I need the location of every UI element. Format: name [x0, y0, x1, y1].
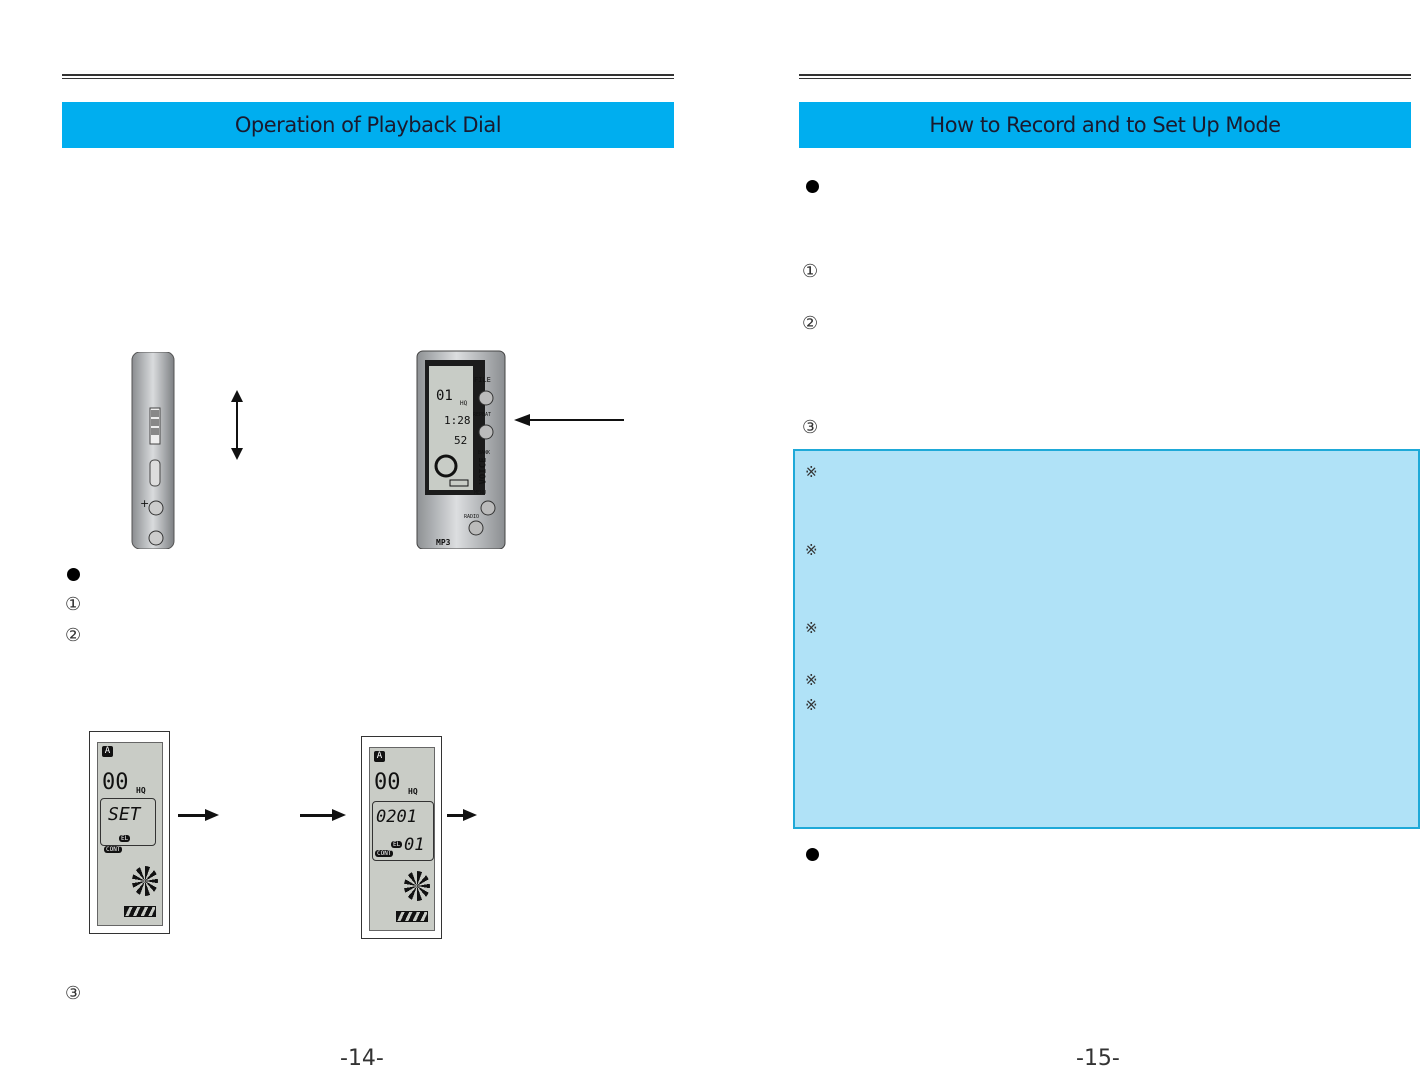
front-time2: 52: [454, 434, 468, 447]
device-side-view: +: [128, 351, 178, 550]
lcd-a-cont-icon: CONT: [104, 846, 123, 853]
right-item-marker-1: ①: [802, 261, 819, 282]
front-track: 01: [436, 388, 453, 404]
lcd-b-bank-icon: A: [374, 751, 385, 762]
front-mp3-label: MP3: [436, 538, 451, 547]
lcd-b-el-icon: EL: [391, 841, 403, 848]
lcd-a-track: 00: [102, 770, 129, 795]
bullet-marker: [67, 568, 80, 581]
lcd-b-track: 00: [374, 770, 401, 795]
top-rule-left: [62, 74, 674, 79]
front-file-label: FILE: [474, 376, 491, 384]
lcd-b-cont-icon: CONT: [375, 850, 394, 857]
lcd-a-bank-icon: A: [102, 746, 113, 757]
section-title-banner: Operation of Playback Dial: [62, 102, 674, 148]
arrow-right-2-head: [332, 809, 346, 821]
front-time1: 1:28: [444, 414, 471, 427]
bullet-marker-right-2: [806, 848, 819, 861]
bullet-marker-right-1: [806, 180, 819, 193]
item-marker-2: ②: [65, 625, 82, 646]
lcd-b-quality: HQ: [408, 787, 418, 796]
front-quality: HQ: [460, 400, 468, 407]
arrow-right-1-head: [205, 809, 219, 821]
device-front-view: FILE 01 HQ 1:28 52 REPEAT VOICE BANK MEN…: [416, 350, 508, 550]
top-rule-right: [799, 74, 1411, 79]
note-mark-1: ※: [805, 463, 818, 481]
lcd-a-quality: HQ: [136, 786, 146, 795]
note-mark-2: ※: [805, 541, 818, 559]
item-marker-1: ①: [65, 594, 82, 615]
front-radio-label: RADIO: [464, 514, 480, 520]
lcd-a-display-text: SET: [108, 804, 141, 825]
pointer-arrow: [514, 412, 624, 426]
page-number-left: -14-: [340, 1046, 384, 1071]
note-box: [793, 449, 1420, 829]
front-bank-label: BANK: [478, 450, 491, 456]
arrow-right-3: [447, 814, 465, 817]
page-number-right: -15-: [1076, 1046, 1120, 1071]
section-title-banner-right: How to Record and to Set Up Mode: [799, 102, 1411, 148]
right-item-marker-3: ③: [802, 417, 819, 438]
front-voice-label: VOICE: [478, 457, 489, 485]
note-mark-3: ※: [805, 619, 818, 637]
front-menu-label: MENU: [474, 490, 487, 496]
lcd-display-set: A 00 HQ SET EL CONT: [89, 731, 170, 934]
arrow-right-1: [178, 814, 208, 817]
lcd-a-el-icon: EL: [119, 835, 131, 842]
item-marker-3: ③: [65, 983, 82, 1004]
lcd-display-date: A 00 HQ 0201 01 EL CONT: [361, 736, 442, 939]
dial-direction-arrow: [229, 390, 245, 460]
lcd-b-disc-icon: [404, 871, 430, 901]
lcd-a-battery-icon: [124, 906, 156, 917]
lcd-a-disc-icon: [132, 866, 158, 896]
lcd-b-date-row2: 01: [404, 835, 425, 855]
page-title-right: How to Record and to Set Up Mode: [929, 113, 1281, 137]
note-mark-5: ※: [805, 696, 818, 714]
lcd-b-battery-icon: [396, 911, 428, 922]
arrow-right-3-head: [463, 809, 477, 821]
svg-text:+: +: [140, 497, 149, 510]
page-title: Operation of Playback Dial: [234, 113, 502, 137]
arrow-right-2: [300, 814, 334, 817]
right-item-marker-2: ②: [802, 313, 819, 334]
lcd-b-date-row1: 0201: [376, 807, 417, 827]
note-mark-4: ※: [805, 671, 818, 689]
front-repeat-label: REPEAT: [473, 412, 492, 418]
